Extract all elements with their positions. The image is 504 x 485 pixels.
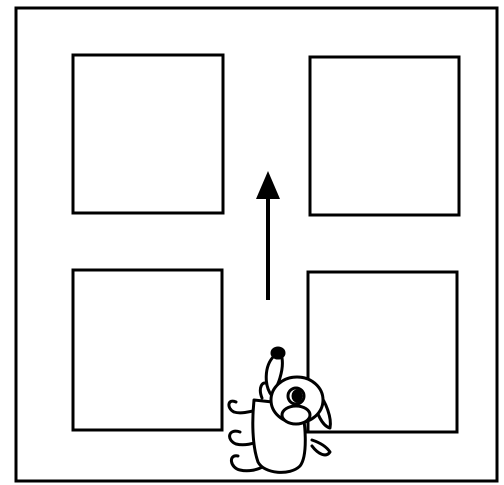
block-top-left [71,53,225,215]
block-bottom-left [71,268,224,432]
block-top-right [308,55,461,217]
block-bottom-right [306,270,459,434]
dog-icon [227,346,332,474]
arrow-up-icon [256,171,280,300]
